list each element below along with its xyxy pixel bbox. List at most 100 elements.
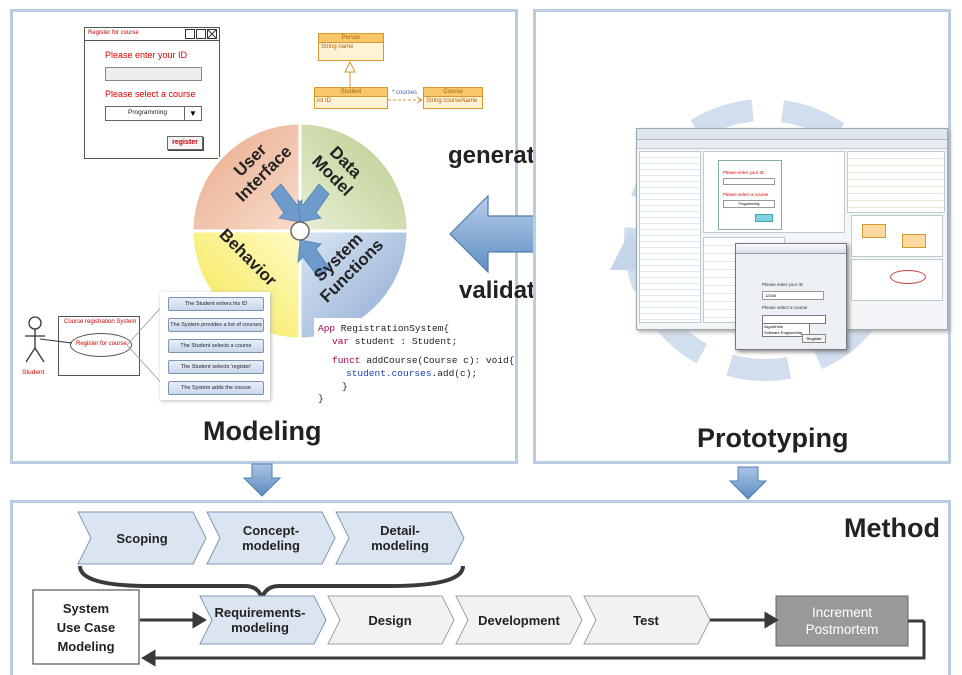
swt-dropdown-list: Algorithms Software Engineering: [762, 323, 810, 337]
person-class-attr: String name: [321, 44, 354, 50]
person-class: Person String name: [318, 33, 384, 61]
use-case-modeling-label: System Use Case Modeling: [56, 600, 116, 654]
chevron-detail-modeling-label: Detail- modeling: [371, 523, 429, 553]
use-case-modeling-box: [32, 589, 140, 665]
proto-id-prompt: Please enter your ID: [723, 170, 765, 175]
close-icon: [207, 29, 217, 39]
proto-course-prompt: Please select a course: [723, 192, 769, 197]
down-arrow-prototyping: [728, 466, 768, 500]
ide-screenshot: Please enter your ID Please select a cou…: [636, 128, 948, 330]
chevron-down-icon: ▼: [184, 107, 201, 120]
use-case-label: Register for course: [76, 341, 127, 347]
swt-option-1[interactable]: Algorithms: [764, 324, 783, 329]
ide-project-tree: [639, 151, 701, 323]
ide-class-view: [851, 215, 943, 257]
maximize-icon: [196, 29, 206, 39]
register-dialog-mockup: Register for course Please enter your ID…: [84, 27, 220, 159]
prototyping-title: Prototyping: [697, 423, 849, 453]
code-line-6: }: [318, 393, 324, 404]
course-select[interactable]: Programming ▼: [105, 106, 202, 121]
minimize-icon: [185, 29, 195, 39]
modeling-wheel: [190, 121, 410, 341]
ide-usecase-view: [851, 259, 943, 301]
ide-usecase-oval: [890, 270, 926, 284]
chevron-development: [455, 595, 583, 645]
swt-titlebar: [736, 244, 846, 254]
code-text: RegistrationSystem{: [335, 323, 450, 334]
code-keyword-funct: funct: [332, 355, 361, 366]
code-text: addCourse(Course c): void{: [360, 355, 515, 366]
id-input[interactable]: [105, 67, 202, 81]
postmortem-label: Increment Postmortem: [805, 605, 879, 637]
wheel-hub: [290, 221, 310, 241]
student-class: Student int ID: [314, 87, 388, 109]
student-class-attr: int ID: [317, 98, 332, 104]
code-box: [314, 318, 514, 400]
inheritance-arrow: [344, 60, 356, 88]
swt-id-input[interactable]: 12345: [762, 291, 824, 300]
code-text: .add(c);: [431, 368, 478, 379]
dialog-titlebar: Register for course: [85, 28, 219, 41]
method-title: Method: [844, 513, 940, 543]
actor-figure: [25, 316, 45, 363]
proto-form: Please enter your ID Please select a cou…: [718, 160, 782, 230]
down-arrow-modeling: [242, 463, 282, 497]
activity-step-1: The Student enters his ID: [168, 297, 264, 311]
ide-menubar: [637, 129, 947, 140]
actor-label: Student: [22, 369, 45, 376]
chevron-test: [583, 595, 711, 645]
swt-id-prompt: Please enter your ID: [762, 282, 804, 287]
ide-class-b: [902, 234, 926, 248]
code-keyword-app: App: [318, 323, 336, 334]
person-class-name: Person: [319, 34, 383, 43]
course-class-attr: String courseName: [426, 98, 478, 104]
proto-register-button[interactable]: [755, 214, 773, 222]
chevron-requirements-modeling-label: Requirements- modeling: [214, 605, 306, 635]
student-class-name: Student: [315, 88, 387, 97]
ide-toolbar: [637, 140, 947, 149]
swt-course-prompt: Please select a course: [762, 305, 808, 310]
swt-register-button[interactable]: Register: [802, 334, 826, 343]
swt-option-2[interactable]: Software Engineering: [764, 329, 803, 335]
activity-step-2: The System provides a list of courses: [168, 318, 264, 332]
chevron-concept-modeling-label: Concept- modeling: [242, 523, 300, 553]
swt-application-window: Please enter your ID 12345 Please select…: [735, 243, 847, 350]
ide-editor: Please enter your ID Please select a cou…: [703, 151, 845, 233]
activity-step-5: The System adds the course: [168, 381, 264, 395]
wheel-segment-data-model: [298, 121, 410, 233]
chevron-development-label: Development: [478, 612, 560, 628]
chevron-detail-modeling: [335, 511, 465, 565]
chevron-design-label: Design: [368, 612, 412, 628]
proto-id-input[interactable]: [723, 178, 775, 185]
arrow-in-dm: [297, 183, 330, 223]
use-case-oval: [70, 333, 132, 357]
id-prompt: Please enter your ID: [105, 50, 188, 60]
activity-step-3: The Student selects a course: [168, 339, 264, 353]
code-line-2: var student : Student;: [332, 335, 457, 348]
modeling-title: Modeling: [203, 416, 322, 446]
chevron-concept-modeling: [206, 511, 336, 565]
wheel-segment-user-interface: [190, 121, 302, 233]
chevron-requirements-modeling: [199, 595, 327, 645]
chevron-scoping-label: Scoping: [116, 530, 168, 546]
code-field: student.: [346, 368, 392, 379]
actor-association-line: [40, 338, 73, 344]
code-line-1: App RegistrationSystem{: [318, 322, 449, 335]
register-button[interactable]: register: [167, 136, 203, 150]
course-class-name: Course: [424, 88, 482, 97]
chevron-test-label: Test: [633, 612, 659, 628]
chevron-scoping: [77, 511, 207, 565]
chevron-design: [327, 595, 455, 645]
activity-step-4: The Student selects 'register': [168, 360, 264, 374]
arrow-in-sf: [297, 239, 330, 279]
association-label: * courses: [392, 90, 418, 96]
use-case-system-label: Course registration System: [64, 319, 137, 325]
ide-outline: [847, 151, 945, 213]
code-line-3: funct addCourse(Course c): void{: [332, 354, 514, 367]
course-select-value: Programming: [128, 109, 168, 116]
code-field: courses: [391, 368, 432, 379]
dialog-title: Register for course: [88, 30, 139, 36]
code-line-5: }: [342, 381, 348, 392]
code-text: student : Student;: [349, 336, 458, 347]
proto-course-select[interactable]: Programming: [723, 200, 775, 208]
